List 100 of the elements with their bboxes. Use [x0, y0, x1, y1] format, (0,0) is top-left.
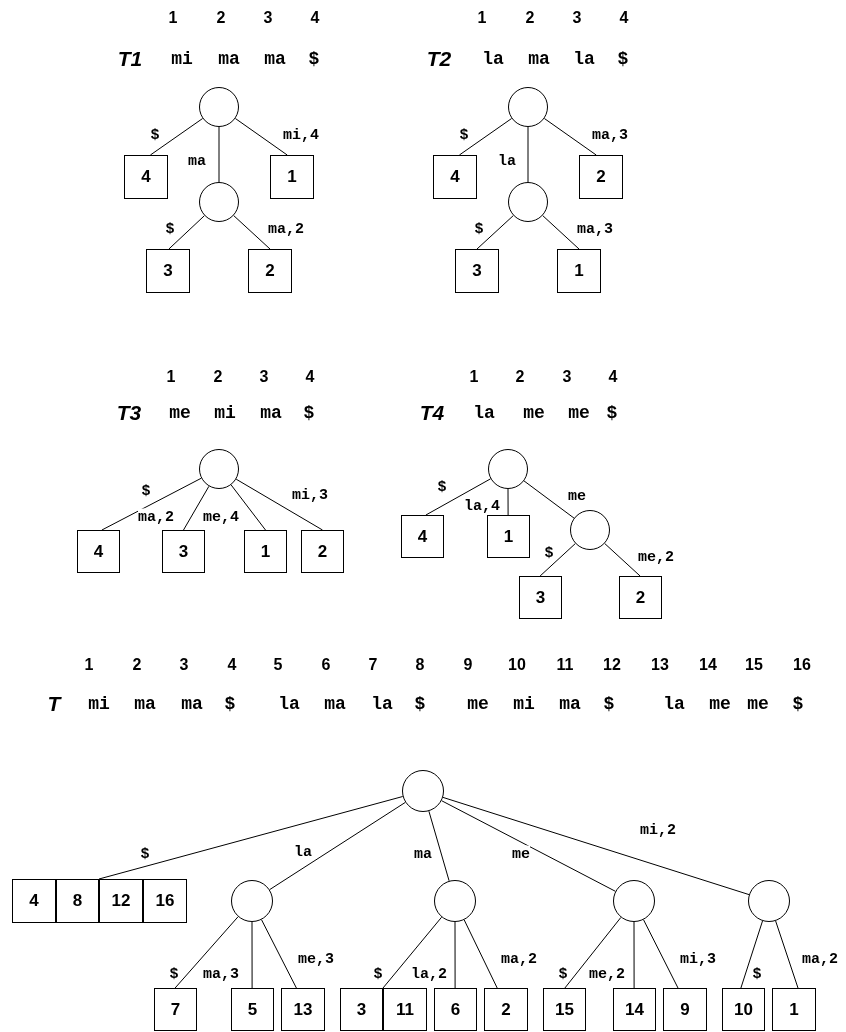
position-number: 3: [263, 9, 273, 27]
leaf-box: 2: [619, 576, 662, 619]
tree-edge: [98, 796, 404, 880]
edge-label: ma,2: [802, 950, 838, 968]
edge-label: me,2: [638, 548, 674, 566]
string-name: T3: [116, 401, 142, 425]
leaf-box: 1: [772, 988, 816, 1031]
leaf-box: 3: [519, 576, 562, 619]
tree-edge: [463, 919, 498, 989]
leaf-box: 6: [434, 988, 477, 1031]
string-token: mi: [513, 694, 535, 714]
tree-node-circle: [199, 87, 239, 127]
edge-label: ma,3: [203, 965, 239, 983]
position-number: 4: [619, 9, 629, 27]
position-number: 3: [179, 656, 189, 674]
edge-label: me,2: [589, 965, 625, 983]
string-token: $: [224, 694, 236, 714]
position-number: 1: [477, 9, 487, 27]
string-token: $: [414, 694, 426, 714]
edge-label: $: [474, 220, 484, 238]
tree-edge: [542, 215, 580, 250]
tree-edge: [604, 543, 641, 577]
leaf-box: 4: [12, 879, 56, 923]
edge-label: $: [544, 544, 554, 562]
leaf-box: 3: [340, 988, 383, 1031]
tree-edge: [539, 543, 576, 577]
string-token: $: [617, 49, 629, 69]
leaf-box: 1: [487, 515, 530, 558]
edge-label: ma,3: [592, 126, 628, 144]
leaf-box: 2: [301, 530, 344, 573]
leaf-box: 14: [613, 988, 656, 1031]
position-number: 3: [572, 9, 582, 27]
leaf-box: 3: [162, 530, 205, 573]
position-number: 9: [463, 656, 473, 674]
tree-node-circle: [613, 880, 655, 922]
edge-label: $: [165, 220, 175, 238]
edge-label: $: [558, 965, 568, 983]
leaf-box: 1: [557, 249, 601, 293]
position-number: 6: [321, 656, 331, 674]
edge-label: ma,3: [577, 220, 613, 238]
leaf-box: 10: [722, 988, 765, 1031]
position-number: 4: [305, 368, 315, 386]
edge-label: mi,4: [283, 126, 319, 144]
position-number: 4: [227, 656, 237, 674]
leaf-box: 4: [77, 530, 120, 573]
position-number: 5: [273, 656, 283, 674]
string-token: $: [308, 49, 320, 69]
tree-edge: [543, 118, 597, 156]
string-token: $: [603, 694, 615, 714]
tree-node-circle: [570, 510, 610, 550]
string-token: me: [747, 694, 769, 714]
leaf-box: 3: [455, 249, 499, 293]
tree-edge: [476, 215, 514, 250]
tree-node-circle: [748, 880, 790, 922]
string-token: mi: [88, 694, 110, 714]
tree-edge: [775, 920, 799, 989]
tree-edge: [428, 810, 450, 882]
position-number: 4: [310, 9, 320, 27]
edge-label: ma,2: [268, 220, 304, 238]
string-token: me: [169, 403, 191, 423]
position-number: 1: [166, 368, 176, 386]
string-token: ma: [324, 694, 346, 714]
tree-node-circle: [231, 880, 273, 922]
position-number: 4: [608, 368, 618, 386]
string-token: la: [278, 694, 300, 714]
string-token: la: [473, 403, 495, 423]
tree-edge: [251, 921, 253, 989]
position-number: 16: [793, 656, 811, 674]
tree-edge: [149, 118, 204, 156]
tree-edge: [174, 916, 239, 989]
tree-node-circle: [508, 182, 548, 222]
tree-edge: [643, 919, 679, 989]
edge-label: me,4: [203, 508, 239, 526]
tree-node-circle: [199, 182, 239, 222]
position-number: 8: [415, 656, 425, 674]
edge-label: $: [437, 478, 447, 496]
edge-label: mi,3: [292, 486, 328, 504]
edge-label: $: [140, 845, 150, 863]
edge-label: la,4: [464, 497, 500, 515]
position-number: 14: [699, 656, 717, 674]
leaf-box: 3: [146, 249, 190, 293]
string-token: ma: [260, 403, 282, 423]
string-token: $: [303, 403, 315, 423]
leaf-box: 5: [231, 988, 274, 1031]
string-token: $: [606, 403, 618, 423]
edge-label: la,2: [411, 965, 447, 983]
tree-node-circle: [402, 770, 444, 812]
tree-edge: [425, 478, 492, 516]
string-token: me: [467, 694, 489, 714]
string-token: la: [482, 49, 504, 69]
edge-label: $: [169, 965, 179, 983]
edge-label: ma,2: [138, 508, 174, 526]
string-token: la: [663, 694, 685, 714]
tree-node-circle: [199, 449, 239, 489]
leaf-box: 8: [56, 879, 99, 923]
tree-edge: [523, 480, 575, 519]
tree-node-circle: [434, 880, 476, 922]
position-number: 2: [132, 656, 142, 674]
leaf-box: 1: [244, 530, 287, 573]
tree-edge: [442, 796, 750, 896]
